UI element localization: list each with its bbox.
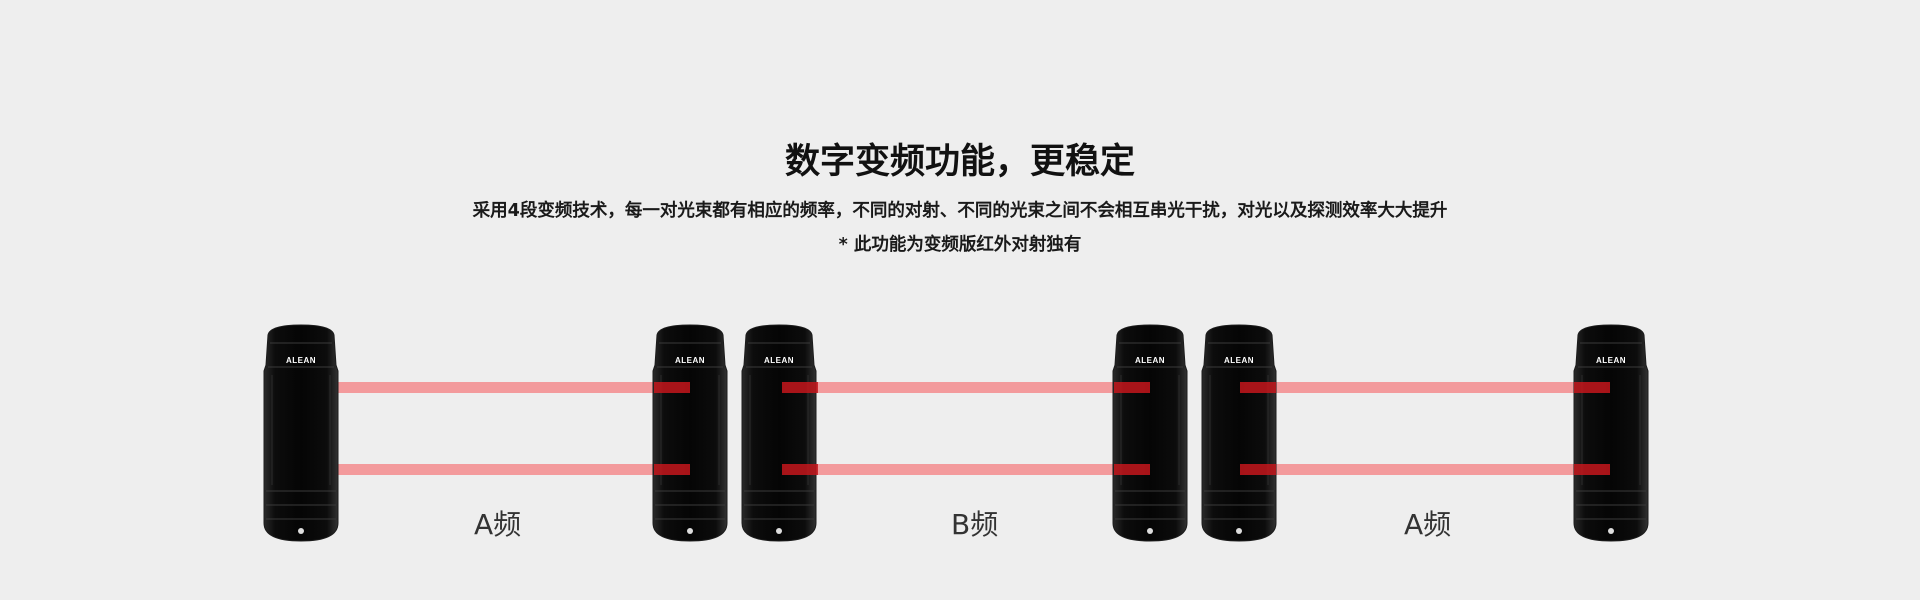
infrared-sensor: ALEAN [1200, 323, 1278, 545]
sensor-body-icon [263, 324, 339, 542]
infrared-beam-lower [1240, 464, 1616, 475]
infrared-sensor: ALEAN [262, 323, 340, 545]
brand-logo: ALEAN [763, 356, 795, 365]
infrared-beam-lower [782, 464, 1158, 475]
infrared-sensor: ALEAN [1572, 323, 1650, 545]
beam-receiver-glow [1574, 382, 1610, 393]
sensor-body-icon [652, 324, 728, 542]
brand-logo: ALEAN [285, 356, 317, 365]
brand-logo: ALEAN [674, 356, 706, 365]
infrared-sensor: ALEAN [740, 323, 818, 545]
sensor-body-icon [741, 324, 817, 542]
infrared-beam-lower [323, 464, 699, 475]
beam-sensor-diagram: ALEAN ALEAN [258, 318, 1658, 548]
frequency-label-b: B频 [951, 508, 999, 541]
infrared-sensor: ALEAN [651, 323, 729, 545]
feature-note: * 此功能为变频版红外对射独有 [838, 235, 1082, 255]
beam-transmitter-glow [782, 382, 818, 393]
beam-receiver-glow [1114, 464, 1150, 475]
beam-receiver-glow [1574, 464, 1610, 475]
beam-transmitter-glow [782, 464, 818, 475]
page-heading: 数字变频功能，更稳定 [784, 142, 1135, 182]
page-subtitle: 采用4段变频技术，每一对光束都有相应的频率，不同的对射、不同的光束之间不会相互串… [472, 201, 1448, 221]
infrared-beam-upper [1240, 382, 1616, 393]
brand-logo: ALEAN [1134, 356, 1166, 365]
infrared-beam-upper [323, 382, 699, 393]
sensor-body-icon [1573, 324, 1649, 542]
sensor-body-icon [1201, 324, 1277, 542]
beam-transmitter-glow [1240, 464, 1276, 475]
frequency-label-a: A频 [1404, 508, 1452, 541]
frequency-label-a: A频 [474, 508, 522, 541]
infrared-sensor: ALEAN [1111, 323, 1189, 545]
beam-receiver-glow [654, 464, 690, 475]
brand-logo: ALEAN [1223, 356, 1255, 365]
infrared-beam-upper [782, 382, 1158, 393]
sensor-body-icon [1112, 324, 1188, 542]
beam-receiver-glow [654, 382, 690, 393]
beam-transmitter-glow [1240, 382, 1276, 393]
brand-logo: ALEAN [1595, 356, 1627, 365]
beam-receiver-glow [1114, 382, 1150, 393]
